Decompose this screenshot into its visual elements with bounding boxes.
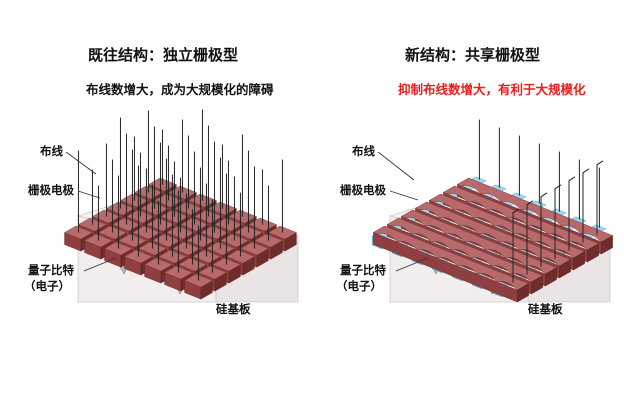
right-subtitle: 抑制布线数增大，有利于大规模化 xyxy=(398,82,586,97)
left-label-wiring: 布线 xyxy=(40,144,63,158)
ridge-end-face xyxy=(531,275,543,295)
ridge-top-face xyxy=(414,201,572,267)
right-panel: 新结构：共享栅极型 抑制布线数增大，有利于大规模化 布线 栅极电极 量子比特 （… xyxy=(312,0,624,400)
wiring-line xyxy=(526,200,534,275)
ridge-top-face xyxy=(372,225,530,291)
ridge-top-face xyxy=(386,217,544,283)
label-leader-lines xyxy=(65,151,117,272)
ridge-end-face xyxy=(573,251,585,271)
left-label-qubit-2: （电子） xyxy=(24,279,70,293)
ridge-end-face xyxy=(517,283,529,303)
leader-wiring xyxy=(65,151,97,175)
leader-gate xyxy=(77,190,101,199)
leader-qubit xyxy=(83,257,117,272)
wiring-line xyxy=(512,208,520,283)
right-label-gate: 栅极电极 xyxy=(340,183,386,197)
ridge-end-face xyxy=(587,243,599,263)
left-panel: 既往结构：独立栅极型 布线数增大，成为大规模化的障碍 布线 栅极电极 量子比特 … xyxy=(24,46,299,316)
wiring-array xyxy=(77,109,283,281)
shared-gate-electrode xyxy=(372,225,530,303)
left-subtitle: 布线数增大，成为大规模化的障碍 xyxy=(86,82,274,97)
ridge-top-face xyxy=(442,185,600,251)
left-label-substrate: 硅基板 xyxy=(216,302,251,316)
wiring-line xyxy=(568,176,576,251)
label-leader-lines xyxy=(377,151,429,272)
ridge-end-face xyxy=(559,259,571,279)
wiring-line xyxy=(540,192,548,267)
ridge-end-face xyxy=(601,235,613,255)
ridge-top-face xyxy=(400,209,558,275)
ridge-top-face xyxy=(428,193,586,259)
right-label-qubit-1: 量子比特 xyxy=(340,263,386,277)
left-label-gate: 栅极电极 xyxy=(28,183,74,197)
left-label-qubit-1: 量子比特 xyxy=(28,263,74,277)
left-title: 既往结构：独立栅极型 xyxy=(88,46,239,64)
shared-gate-diagram xyxy=(371,119,614,303)
ridge-end-face xyxy=(545,267,557,287)
leader-qubit xyxy=(395,257,429,272)
leader-wiring xyxy=(377,151,415,181)
ridge-top-face xyxy=(456,177,614,243)
wiring-array xyxy=(478,119,604,283)
shared-gate-electrode-array xyxy=(371,176,614,303)
wiring-line xyxy=(596,160,604,235)
right-label-qubit-2: （电子） xyxy=(336,279,382,293)
right-label-substrate: 硅基板 xyxy=(528,302,563,316)
leader-gate xyxy=(389,190,419,201)
wiring-line xyxy=(582,168,590,243)
independent-gate-diagram xyxy=(64,109,299,303)
right-title: 新结构：共享栅极型 xyxy=(405,46,541,64)
right-label-wiring: 布线 xyxy=(352,144,375,158)
